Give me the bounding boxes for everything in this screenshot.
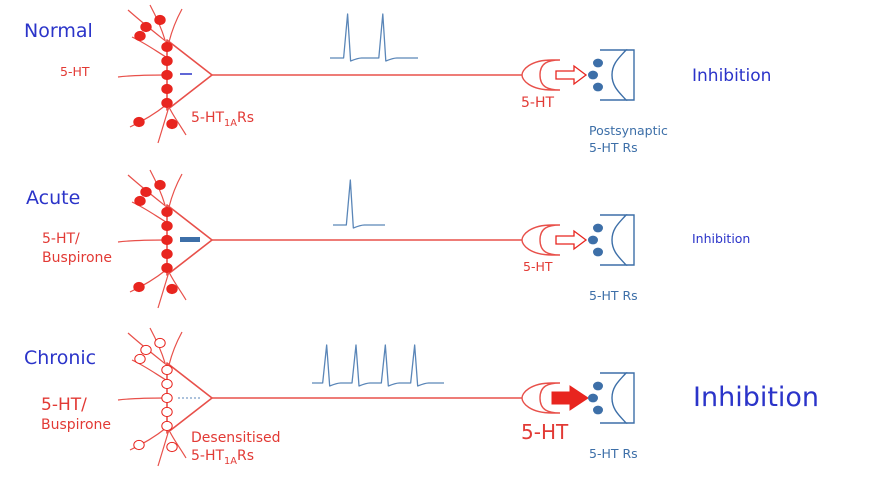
soma-chronic [166, 362, 213, 434]
ligand-label-line1-acute: 5-HT/ [42, 231, 80, 247]
terminal-label-chronic: 5-HT [521, 420, 569, 444]
autoreceptor-acute-10 [133, 281, 145, 293]
autoreceptor-chronic-9 [166, 441, 178, 453]
release-arrow-normal [555, 64, 588, 86]
postsynaptic-receptor-acute-3 [593, 247, 603, 257]
postsynaptic-receptor-chronic-3 [593, 405, 603, 415]
postsynaptic-body-chronic [626, 372, 635, 424]
firing-trace-normal [330, 13, 418, 62]
autoreceptor-chronic-4 [161, 406, 173, 418]
dendrite-chronic-3 [168, 331, 183, 366]
outcome-label-acute: Inhibition [692, 231, 751, 246]
autoreceptor-acute-6 [154, 179, 166, 191]
postsynaptic-receptor-normal-3 [593, 82, 603, 92]
postsynaptic-body-acute [626, 214, 635, 266]
autoreceptor-label-normal: 5-HT1ARs [191, 110, 255, 129]
ligand-label-line2-chronic: Buspirone [41, 417, 112, 433]
release-arrow-acute [555, 229, 588, 251]
autoreceptor-normal-7 [140, 21, 152, 33]
autoreceptor-chronic-8 [134, 353, 146, 365]
outcome-label-chronic: Inhibition [693, 382, 820, 413]
postsynaptic-receptor-acute-1 [593, 223, 603, 233]
postsynaptic-label-acute: 5-HT Rs [589, 288, 638, 303]
autoreceptor-acute-8 [134, 195, 146, 207]
desensitised-label-chronic: Desensitised [191, 430, 281, 446]
firing-trace-chronic [312, 344, 444, 387]
autoreceptor-normal-6 [154, 14, 166, 26]
postsynaptic-receptor-chronic-1 [593, 381, 603, 391]
terminal-label-acute: 5-HT [523, 259, 553, 274]
terminal-label-normal: 5-HT [521, 95, 555, 111]
dendrite-normal-7 [157, 109, 169, 144]
autoreceptor-chronic-6 [154, 337, 166, 349]
dendrite-acute-7 [157, 274, 169, 309]
autoreceptor-chronic-3 [161, 392, 173, 404]
membrane-marker-acute [180, 237, 200, 242]
dendrite-normal-8 [169, 108, 187, 136]
release-arrow-chronic [551, 385, 589, 411]
autoreceptor-chronic-10 [133, 439, 145, 451]
postsynaptic-label-line2-normal: 5-HT Rs [589, 140, 638, 155]
autoreceptor-chronic-2 [161, 378, 173, 390]
autoreceptor-normal-5 [161, 97, 173, 109]
autoreceptor-normal-2 [161, 55, 173, 67]
autoreceptor-chronic-1 [161, 364, 173, 376]
dendrite-chronic-8 [169, 431, 187, 459]
autoreceptor-normal-9 [166, 118, 178, 130]
postsynaptic-receptor-acute-2 [588, 235, 598, 245]
autoreceptor-normal-4 [161, 83, 173, 95]
condition-label-acute: Acute [26, 187, 81, 209]
condition-label-chronic: Chronic [24, 347, 97, 369]
postsynaptic-label-chronic: 5-HT Rs [589, 446, 638, 461]
dendrite-acute-8 [169, 273, 187, 301]
postsynaptic-body-normal [626, 49, 635, 101]
soma-normal [166, 39, 213, 111]
autoreceptor-normal-10 [133, 116, 145, 128]
postsynaptic-receptor-chronic-2 [588, 393, 598, 403]
dendrite-normal-3 [168, 8, 183, 43]
ligand-label-line1-chronic: 5-HT/ [41, 395, 87, 415]
postsynaptic-receptor-normal-1 [593, 58, 603, 68]
autoreceptor-chronic-5 [161, 420, 173, 432]
dendrite-acute-3 [168, 173, 183, 208]
autoreceptor-acute-2 [161, 220, 173, 232]
condition-label-normal: Normal [24, 20, 93, 42]
ligand-label-normal: 5-HT [60, 64, 90, 79]
postsynaptic-label-line1-normal: Postsynaptic [589, 123, 668, 138]
postsynaptic-membrane-acute [600, 214, 628, 266]
axon-terminal-acute [521, 224, 561, 256]
postsynaptic-receptor-normal-2 [588, 70, 598, 80]
postsynaptic-membrane-chronic [600, 372, 628, 424]
autoreceptor-acute-3 [161, 234, 173, 246]
autoreceptor-normal-3 [161, 69, 173, 81]
autoreceptor-acute-9 [166, 283, 178, 295]
dendrite-chronic-7 [157, 432, 169, 467]
autoreceptor-normal-8 [134, 30, 146, 42]
autoreceptor-normal-1 [161, 41, 173, 53]
autoreceptor-chronic-7 [140, 344, 152, 356]
autoreceptor-acute-4 [161, 248, 173, 260]
outcome-label-normal: Inhibition [692, 66, 772, 86]
autoreceptor-acute-7 [140, 186, 152, 198]
autoreceptor-acute-1 [161, 206, 173, 218]
postsynaptic-membrane-normal [600, 49, 628, 101]
dendrite-acute-5 [117, 239, 166, 243]
autoreceptor-acute-5 [161, 262, 173, 274]
autoreceptor-label-chronic: 5-HT1ARs [191, 448, 255, 467]
dendrite-chronic-5 [117, 397, 166, 401]
dendrite-normal-5 [117, 74, 166, 78]
axon-terminal-normal [521, 59, 561, 91]
firing-trace-acute [333, 179, 385, 229]
ligand-label-line2-acute: Buspirone [42, 250, 113, 266]
axon-terminal-chronic [521, 382, 561, 414]
